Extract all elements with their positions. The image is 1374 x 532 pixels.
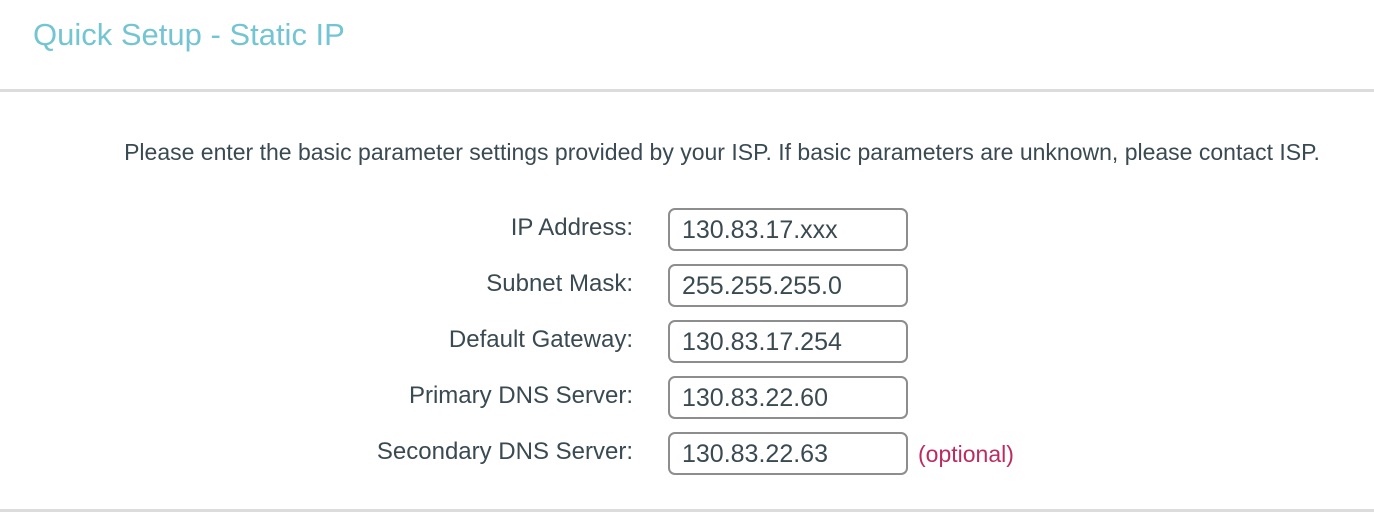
primary-dns-input[interactable]: [668, 376, 908, 419]
primary-dns-label: Primary DNS Server:: [408, 382, 633, 409]
secondary-dns-input[interactable]: [668, 432, 908, 475]
optional-note: (optional): [918, 441, 1014, 467]
form-row-default-gateway: Default Gateway:: [0, 320, 1374, 363]
ip-address-input[interactable]: [668, 208, 908, 251]
footer-divider: [0, 509, 1374, 512]
secondary-dns-label: Secondary DNS Server:: [376, 438, 633, 465]
subnet-mask-input[interactable]: [668, 264, 908, 307]
instruction-text: Please enter the basic parameter setting…: [124, 139, 1320, 165]
default-gateway-input[interactable]: [668, 320, 908, 363]
header-divider: [0, 89, 1374, 92]
ip-address-label: IP Address:: [510, 214, 633, 241]
form-row-ip-address: IP Address:: [0, 208, 1374, 251]
page-title: Quick Setup - Static IP: [33, 17, 345, 52]
default-gateway-label: Default Gateway:: [448, 326, 633, 353]
form-row-secondary-dns: Secondary DNS Server: (optional): [0, 432, 1374, 475]
form-row-primary-dns: Primary DNS Server:: [0, 376, 1374, 419]
form-row-subnet-mask: Subnet Mask:: [0, 264, 1374, 307]
static-ip-form: IP Address: Subnet Mask: Default Gateway…: [0, 208, 1374, 488]
subnet-mask-label: Subnet Mask:: [486, 270, 633, 297]
